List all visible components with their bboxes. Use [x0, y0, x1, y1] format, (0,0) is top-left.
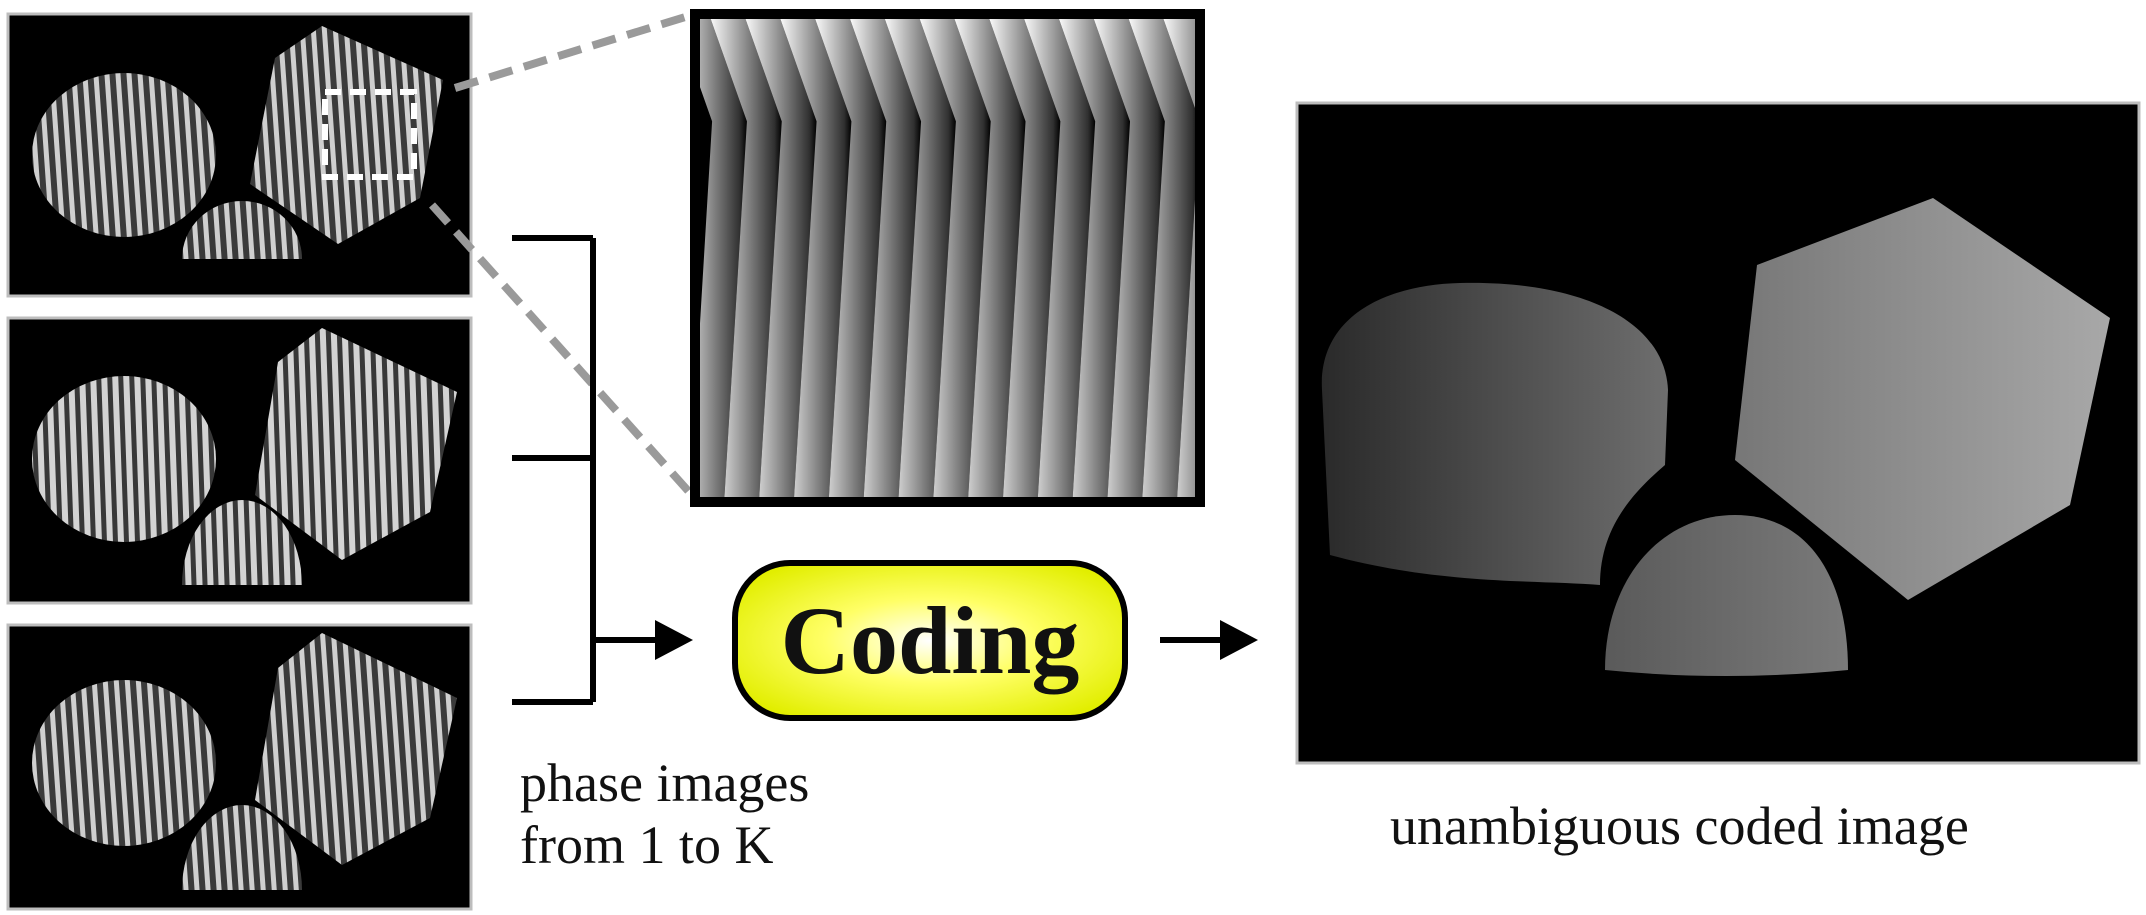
zoom-fringe-band — [813, 14, 887, 502]
zoom-fringe-band — [1022, 14, 1096, 502]
zoom-fringe-band — [743, 14, 817, 502]
phase-image-1 — [6, 12, 473, 298]
output-arrow — [1160, 620, 1258, 660]
coded-hexagon — [1735, 198, 2110, 600]
zoom-fringe-band — [1092, 14, 1165, 502]
phase-images-label-line-2: from 1 to K — [520, 815, 774, 875]
selection-box — [322, 89, 417, 180]
zoom-fringe-band — [708, 14, 782, 502]
zoom-fringe-band — [987, 14, 1061, 502]
zoom-fringe-band — [883, 14, 956, 502]
coded-dome — [1605, 515, 1848, 676]
arrow-right-icon — [655, 620, 693, 660]
zoom-fringe-band — [952, 14, 1026, 502]
zoom-fringe-band — [1196, 14, 1200, 24]
zoom-fringe-band — [695, 14, 747, 502]
arrow-right-icon — [1220, 620, 1258, 660]
coded-cylinder — [1321, 282, 1668, 585]
phase-images-label: phase images from 1 to K — [520, 752, 809, 876]
zoom-inset — [690, 9, 1205, 507]
zoom-fringe-band — [1161, 14, 1200, 502]
coded-image-label: unambiguous coded image — [1390, 796, 1969, 856]
zoom-fringe-band — [1126, 14, 1200, 502]
zoom-fringe-band — [1057, 14, 1131, 502]
phase-image-3 — [6, 623, 473, 911]
zoom-fringe-band — [917, 14, 991, 502]
phase-image-2 — [6, 316, 473, 605]
coding-box — [732, 560, 1128, 721]
coded-image — [1295, 101, 2141, 765]
zoom-fringe-band — [848, 14, 922, 502]
zoom-leader-lines — [429, 10, 697, 496]
phase-images-label-line-1: phase images — [520, 753, 810, 813]
bracket-connector — [512, 235, 660, 705]
zoom-fringe-band — [778, 14, 852, 502]
